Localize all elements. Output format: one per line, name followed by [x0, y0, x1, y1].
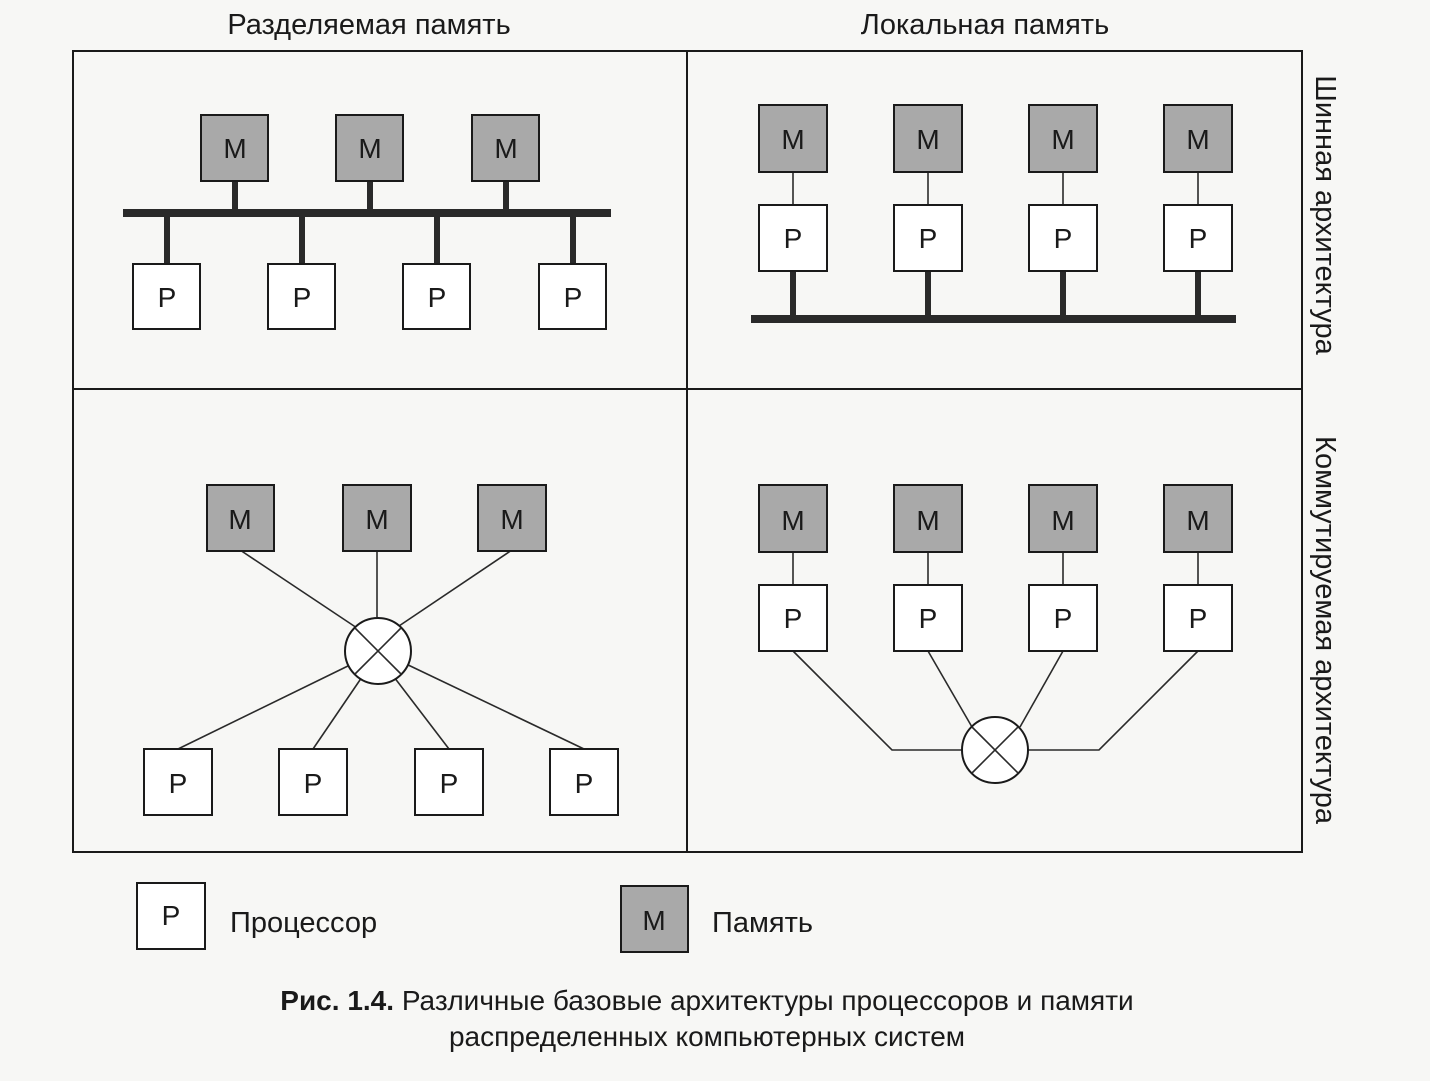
legend-processor-box — [136, 882, 206, 950]
legend-processor-box-label: P — [162, 900, 181, 931]
crossbar-switch — [961, 716, 1029, 784]
switch-link — [792, 650, 962, 751]
memory-label: M — [228, 504, 251, 535]
memory-label: M — [358, 133, 381, 164]
memory-node: M — [342, 484, 412, 552]
processor-node: P — [267, 263, 336, 330]
switch-link — [239, 549, 361, 631]
processor-label: P — [169, 768, 188, 799]
memory-label: M — [365, 504, 388, 535]
processor-node: P — [758, 204, 828, 272]
processor-label: P — [440, 768, 459, 799]
memory-label: M — [1186, 124, 1209, 155]
switch-link — [312, 676, 363, 750]
memory-node: M — [893, 104, 963, 173]
processor-label: P — [784, 223, 803, 254]
switch-link — [1028, 650, 1199, 751]
memory-node: M — [1163, 484, 1233, 553]
processor-label: P — [1054, 603, 1073, 634]
switch-link — [177, 663, 353, 750]
processor-label: P — [1189, 603, 1208, 634]
processor-label: P — [784, 603, 803, 634]
memory-node: M — [200, 114, 269, 182]
processor-label: P — [1054, 223, 1073, 254]
memory-node: M — [206, 484, 275, 552]
switch-link — [395, 549, 513, 629]
memory-label: M — [500, 504, 523, 535]
processor-node: P — [143, 748, 213, 816]
caption-line-1: Рис. 1.4. Различные базовые архитектуры … — [280, 985, 1133, 1016]
processor-node: P — [1028, 584, 1098, 652]
quadrant-local-bus: M M M M P P P P — [751, 104, 1236, 323]
memory-label: M — [916, 124, 939, 155]
processor-node: P — [893, 204, 963, 272]
memory-label: M — [1186, 505, 1209, 536]
quadrant-shared-switched: M M M P P P P — [143, 484, 619, 816]
column-title-shared-memory: Разделяемая память — [227, 9, 510, 41]
memory-node: M — [1028, 104, 1098, 173]
processor-node: P — [414, 748, 484, 816]
processor-node: P — [1028, 204, 1098, 272]
processor-label: P — [304, 768, 323, 799]
legend: P Процессор M Память — [136, 882, 813, 953]
row-title-switched-architecture: Коммутируемая архитектура — [1309, 436, 1341, 825]
caption-line-2: распределенных компьютерных систем — [449, 1021, 965, 1052]
processor-label: P — [1189, 223, 1208, 254]
memory-label: M — [916, 505, 939, 536]
memory-node: M — [471, 114, 540, 182]
column-title-local-memory: Локальная память — [861, 9, 1109, 41]
legend-memory: M Память — [620, 885, 813, 953]
memory-node: M — [477, 484, 547, 552]
switch-link — [1019, 650, 1064, 728]
switch-link — [927, 650, 973, 728]
processor-node: P — [538, 263, 607, 330]
switch-link — [393, 676, 450, 750]
memory-node: M — [758, 104, 828, 173]
processor-label: P — [293, 282, 312, 313]
memory-node: M — [1163, 104, 1233, 173]
processor-node: P — [549, 748, 619, 816]
memory-node: M — [758, 484, 828, 553]
processor-label: P — [919, 603, 938, 634]
memory-label: M — [223, 133, 246, 164]
processor-node: P — [893, 584, 963, 652]
memory-label: M — [1051, 124, 1074, 155]
figure-caption: Рис. 1.4. Различные базовые архитектуры … — [280, 985, 1133, 1052]
processor-node: P — [1163, 584, 1233, 652]
processor-node: P — [758, 584, 828, 652]
memory-label: M — [781, 124, 804, 155]
legend-processor-text: Процессор — [230, 907, 377, 939]
legend-memory-text: Память — [712, 907, 813, 939]
caption-prefix: Рис. 1.4. — [280, 985, 394, 1016]
processor-label: P — [428, 282, 447, 313]
processor-label: P — [564, 282, 583, 313]
processor-node: P — [402, 263, 471, 330]
grid-frame — [72, 50, 1303, 853]
memory-label: M — [1051, 505, 1074, 536]
quadrant-shared-bus: M M M P P P P — [123, 114, 611, 330]
processor-node: P — [1163, 204, 1233, 272]
quadrant-local-switched: M M M M P P P P — [758, 484, 1233, 784]
memory-node: M — [335, 114, 404, 182]
processor-node: P — [278, 748, 348, 816]
memory-label: M — [781, 505, 804, 536]
legend-memory-box — [620, 885, 689, 953]
processor-node: P — [132, 263, 201, 330]
memory-node: M — [893, 484, 963, 553]
processor-label: P — [575, 768, 594, 799]
processor-label: P — [919, 223, 938, 254]
memory-node: M — [1028, 484, 1098, 553]
legend-memory-box-label: M — [642, 905, 665, 936]
legend-processor: P Процессор — [136, 882, 377, 950]
caption-line-1-text: Различные базовые архитектуры процессоро… — [402, 985, 1134, 1016]
processor-label: P — [158, 282, 177, 313]
memory-label: M — [494, 133, 517, 164]
switch-link — [403, 662, 585, 750]
crossbar-switch — [344, 617, 412, 685]
row-title-bus-architecture: Шинная архитектура — [1309, 75, 1341, 355]
